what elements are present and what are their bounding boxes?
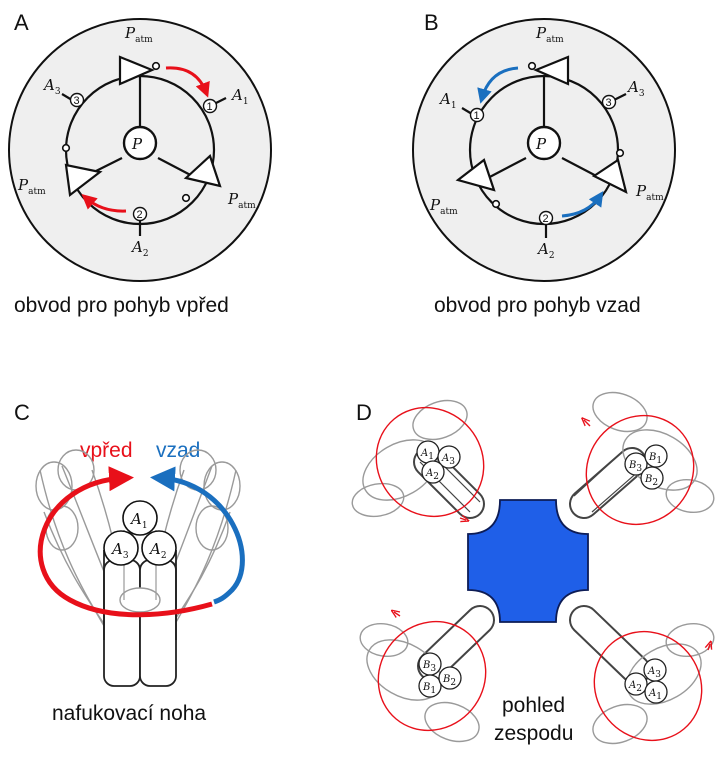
svg-text:B1: B1 <box>648 452 662 466</box>
panel-b-patm-right: Patm <box>635 182 664 203</box>
svg-text:1: 1 <box>474 110 480 122</box>
panel-c-letter: C <box>14 400 30 425</box>
panel-d-arrowhead-top-left <box>459 518 466 520</box>
panel-c-backward-arrow <box>150 466 245 605</box>
svg-text:B3: B3 <box>628 460 642 474</box>
panel-d-arrowhead-bottom-left <box>394 612 401 616</box>
panel-a-node-1: 1 A1 <box>202 86 249 114</box>
svg-text:A3: A3 <box>626 78 645 99</box>
svg-text:A2: A2 <box>425 468 439 482</box>
panel-a-patm-right: Patm <box>227 190 256 211</box>
panel-a-valve-top-port <box>151 61 161 71</box>
panel-d-arrow-bottom-left <box>377 620 487 732</box>
panel-d-cells-bottom-left: B3 B1 B2 <box>418 652 462 698</box>
panel-b-valve-top <box>533 55 570 86</box>
panel-c-leg <box>103 530 177 687</box>
panel-a-center-label: P <box>131 135 143 153</box>
panel-c-label-backward: vzad <box>156 439 200 462</box>
panel-b-spoke-left <box>483 157 527 181</box>
svg-text:3: 3 <box>606 97 612 109</box>
panel-b-center-node <box>526 125 562 161</box>
panel-b-valve-left-port <box>491 199 501 209</box>
svg-text:A3: A3 <box>441 453 455 467</box>
panel-b-node-1: 1 A1 <box>438 90 485 123</box>
panel-a-valve-left <box>64 163 103 198</box>
panel-a-valve-left-port <box>61 143 71 153</box>
panel-a-patm-top: Patm <box>124 24 153 45</box>
svg-text:A1: A1 <box>230 86 249 107</box>
svg-text:A1: A1 <box>438 90 457 111</box>
panel-d-cells-top-right: B3 B1 B2 <box>624 444 668 490</box>
svg-text:2: 2 <box>543 213 549 225</box>
panel-d-cells-top-left: A1 A3 A2 <box>416 440 461 484</box>
panel-b-arrow-bottom <box>561 191 604 218</box>
panel-a-arrow-top <box>165 66 210 98</box>
svg-text:B3: B3 <box>422 660 436 674</box>
panel-b-node-2: 2 A2 <box>536 210 555 261</box>
svg-text:A2: A2 <box>628 680 642 694</box>
svg-text:1: 1 <box>207 101 213 113</box>
panel-b-patm-top: Patm <box>535 24 564 45</box>
panel-a-valve-top <box>118 55 155 86</box>
panel-d: D <box>351 391 715 745</box>
panel-b-valve-left <box>455 158 496 192</box>
svg-text:A3: A3 <box>647 666 661 680</box>
panel-b-valve-right-port <box>615 148 625 158</box>
panel-d-arrow-top-left <box>375 406 485 518</box>
svg-text:A1: A1 <box>420 448 434 462</box>
panel-b-valve-top-port <box>527 61 537 71</box>
panel-b-patm-left: Patm <box>429 196 458 217</box>
svg-text:A2: A2 <box>536 240 555 261</box>
panel-d-body <box>467 499 589 623</box>
panel-a-patm-left: Patm <box>17 176 46 197</box>
panel-c: C vpřed vzad <box>14 400 245 725</box>
panel-c-cell-a2: A2 <box>141 530 177 566</box>
panel-a-arrow-bottom <box>81 194 127 213</box>
panel-a-valve-right-port <box>181 193 191 203</box>
panel-d-arrowhead-bottom-right <box>708 644 710 651</box>
panel-d-arrow-top-right <box>585 414 695 526</box>
panel-d-leg-top-right <box>569 391 715 519</box>
svg-text:B1: B1 <box>422 682 436 696</box>
panel-c-cell-a1: A1 <box>122 500 158 536</box>
panel-a-center-node <box>122 125 158 161</box>
panel-d-caption-line1: pohled <box>502 694 565 717</box>
svg-text:A3: A3 <box>42 76 61 97</box>
panel-b-center-label: P <box>535 135 547 153</box>
svg-text:2: 2 <box>137 209 143 221</box>
svg-text:A1: A1 <box>129 510 148 531</box>
panel-c-caption: nafukovací noha <box>52 702 206 725</box>
panel-a-valve-right <box>183 154 222 188</box>
panel-d-caption-line2: zespodu <box>494 722 573 745</box>
panel-b-valve-right <box>591 158 628 195</box>
panel-c-cell-a3: A3 <box>103 530 139 566</box>
panel-d-arrowhead-top-right <box>584 420 591 427</box>
svg-text:B2: B2 <box>442 674 456 688</box>
panel-b-caption: obvod pro pohyb vzad <box>434 294 641 317</box>
panel-b: B P Patm Patm Patm 1 A1 2 A2 <box>412 10 676 317</box>
svg-text:B2: B2 <box>644 474 658 488</box>
panel-a: A P Patm Patm Patm 1 A1 2 A <box>8 10 272 317</box>
panel-a-caption: obvod pro pohyb vpřed <box>14 294 229 317</box>
svg-text:A3: A3 <box>110 540 129 561</box>
panel-c-label-forward: vpřed <box>80 439 133 462</box>
svg-text:A2: A2 <box>148 540 167 561</box>
panel-b-node-3: 3 A3 <box>601 78 645 110</box>
panel-d-arrow-bottom-right <box>593 630 703 742</box>
panel-c-forward-arrow <box>37 466 213 618</box>
panel-b-letter: B <box>424 10 439 35</box>
panel-b-arrow-top <box>477 66 519 104</box>
panel-a-node-2: 2 A2 <box>130 206 149 259</box>
panel-a-letter: A <box>14 10 29 35</box>
svg-text:3: 3 <box>74 95 80 107</box>
svg-text:A2: A2 <box>130 238 149 259</box>
panel-d-cells-bottom-right: A2 A3 A1 <box>624 658 668 704</box>
panel-d-letter: D <box>356 400 372 425</box>
svg-text:A1: A1 <box>648 688 662 702</box>
panel-a-node-3: 3 A3 <box>42 76 85 108</box>
